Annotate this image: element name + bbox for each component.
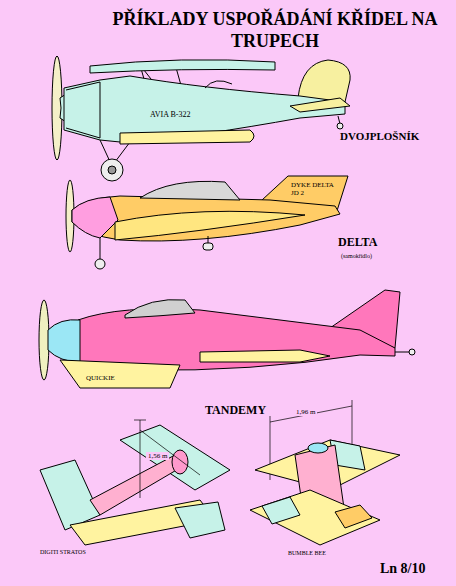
quickie-drawing — [39, 290, 415, 388]
lower-wing — [120, 130, 254, 144]
sheet-number: Ln 8/10 — [380, 561, 426, 577]
leader-line — [140, 430, 200, 475]
cowling-line — [66, 82, 100, 138]
aircraft-name: DYKE DELTA JD 2 — [291, 181, 335, 197]
canopy — [125, 300, 195, 318]
dimension-label: 1,56 m — [146, 452, 169, 460]
stabilizer — [290, 98, 350, 112]
aircraft-name: QUICKIE — [86, 374, 115, 382]
category-label: DELTA — [338, 236, 377, 250]
canard — [60, 360, 180, 388]
category-label: TANDEMY — [205, 404, 266, 418]
upper-wing — [90, 60, 275, 73]
cockpit — [205, 81, 232, 88]
gear-leg — [100, 238, 101, 259]
category-label: DVOJPLOŠNÍK — [340, 130, 419, 143]
wheel — [101, 159, 123, 181]
side-wing — [40, 460, 100, 530]
dimension-line — [270, 406, 352, 422]
dimension-label: 1,96 m — [294, 408, 317, 416]
biplane-drawing — [52, 56, 350, 181]
nose — [72, 197, 118, 238]
gear-leg — [208, 236, 209, 243]
tandem-right-drawing — [250, 400, 400, 545]
winglet — [175, 502, 225, 538]
tail-wheel — [409, 349, 415, 355]
aircraft-name: BUMBLE BEE — [288, 550, 326, 557]
propeller — [308, 443, 328, 453]
dimension-tick — [134, 420, 146, 421]
aircraft-name: AVIA B-322 — [150, 110, 191, 119]
fuselage — [72, 196, 340, 241]
canopy — [140, 181, 240, 200]
tandem-left-drawing — [40, 420, 230, 545]
tail-spike — [395, 352, 410, 353]
title-text: PŘÍKLADY USPOŘÁDÁNÍ KŘÍDEL NA TRUPECH — [113, 9, 438, 51]
dimension-line — [140, 420, 141, 498]
wing-panel — [262, 497, 300, 524]
wing-panel — [335, 505, 372, 528]
front-wing — [250, 490, 380, 545]
wheel-hub — [108, 166, 116, 174]
nacelle — [172, 450, 188, 474]
aircraft-name: DIGITI STRATOS — [40, 549, 86, 556]
delta-wing — [115, 211, 305, 240]
tail-wheel — [337, 123, 343, 129]
category-note: (samokřídlo) — [341, 253, 372, 260]
nose — [48, 320, 80, 362]
wing — [200, 350, 330, 362]
tail-fin — [298, 60, 350, 102]
delta-drawing — [66, 176, 348, 269]
poster-title: PŘÍKLADY USPOŘÁDÁNÍ KŘÍDEL NA TRUPECH — [100, 8, 450, 52]
wheel — [95, 259, 105, 269]
wheel — [203, 243, 213, 250]
